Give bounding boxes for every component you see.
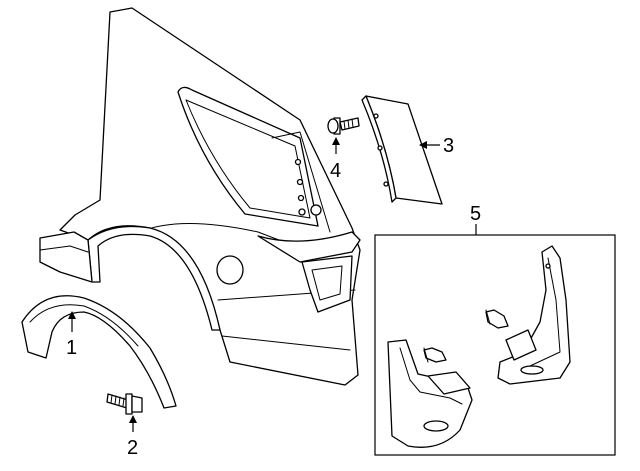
pillar-hole-3 bbox=[297, 194, 305, 202]
bolt-thread bbox=[343, 118, 354, 130]
right-mud-flap bbox=[497, 245, 571, 385]
molding-edge bbox=[29, 304, 139, 347]
bolt-shank bbox=[339, 117, 360, 131]
shield-outline bbox=[365, 95, 443, 205]
shield-hole-3 bbox=[383, 181, 389, 187]
molding-outline bbox=[21, 295, 177, 409]
right-flap-hole bbox=[545, 263, 551, 269]
quarter-window bbox=[177, 86, 319, 227]
wheel-opening-molding bbox=[21, 295, 177, 409]
right-pin-head bbox=[485, 309, 491, 325]
fuel-door bbox=[216, 255, 244, 285]
kit-frame bbox=[374, 234, 616, 456]
right-push-pin bbox=[485, 309, 509, 329]
tail-lamp-pocket bbox=[257, 231, 361, 263]
right-flap-rib bbox=[529, 257, 561, 367]
screw-shank bbox=[106, 393, 129, 409]
wheel-arch-flange bbox=[87, 225, 221, 331]
bolt-head bbox=[327, 118, 339, 134]
mud-flap-kit bbox=[374, 234, 616, 456]
left-flap-logo bbox=[423, 420, 449, 432]
shield-bolt bbox=[327, 117, 360, 135]
rocker-line bbox=[221, 335, 351, 351]
callout-4: 4 bbox=[330, 160, 341, 182]
shield-flange bbox=[361, 95, 397, 203]
left-push-pin bbox=[423, 347, 447, 363]
pillar-hole-4 bbox=[298, 208, 306, 216]
rear-door-edge-line bbox=[39, 245, 89, 253]
window-inner-edge bbox=[185, 99, 311, 219]
right-flap-bracket bbox=[505, 329, 537, 361]
shield-hole-2 bbox=[377, 145, 383, 151]
screw-thread bbox=[110, 394, 125, 407]
pillar-hole-5 bbox=[310, 204, 322, 216]
shield-hole-1 bbox=[373, 113, 379, 119]
splash-shield bbox=[361, 95, 443, 205]
screw-washer bbox=[125, 393, 133, 415]
screw-head bbox=[131, 395, 143, 413]
quarter-panel bbox=[39, 7, 361, 386]
pillar-hole-1 bbox=[294, 158, 302, 166]
callout-1: 1 bbox=[66, 337, 77, 359]
rear-pillar bbox=[271, 131, 331, 233]
pillar-hole-2 bbox=[296, 178, 304, 186]
right-flap-logo bbox=[520, 365, 544, 375]
callout-2: 2 bbox=[127, 437, 138, 459]
callout-5: 5 bbox=[470, 203, 481, 225]
quarter-panel-outline bbox=[59, 7, 361, 386]
left-pin-head bbox=[423, 347, 429, 363]
callout-3: 3 bbox=[443, 135, 454, 157]
left-flap-rib bbox=[399, 347, 463, 405]
molding-screw bbox=[106, 393, 143, 415]
rear-door-edge bbox=[39, 231, 93, 283]
left-flap-bracket bbox=[427, 371, 471, 395]
tail-lamp-inner bbox=[311, 265, 343, 301]
